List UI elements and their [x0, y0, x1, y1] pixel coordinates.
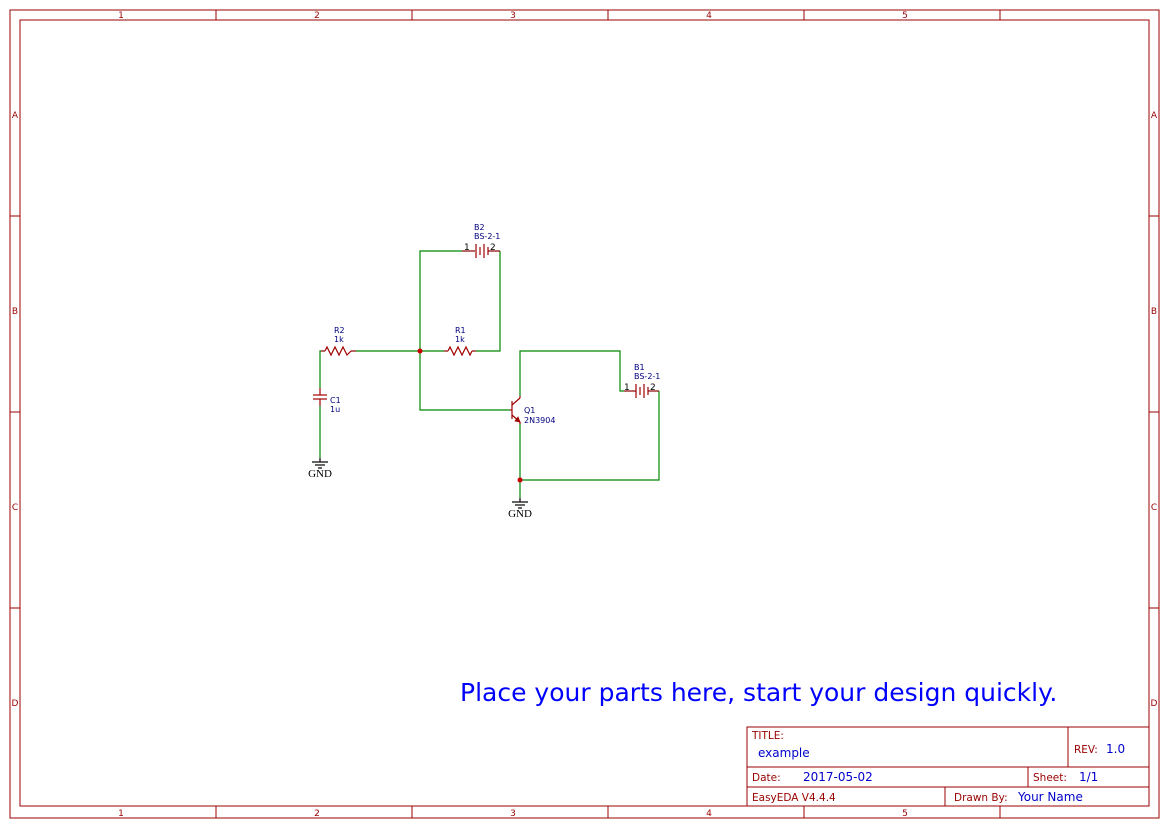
drawn-by-label: Drawn By: — [954, 792, 1008, 804]
frame-col-bottom-2: 2 — [314, 809, 320, 819]
frame-row-left-a: A — [12, 111, 19, 121]
q1-value: 2N3904 — [524, 416, 555, 425]
wire-q1-collector-b1[interactable] — [519, 350, 624, 396]
ground-symbol-1[interactable] — [312, 458, 328, 469]
b1-designator: B1 — [634, 363, 645, 372]
junction-dot — [517, 477, 523, 483]
wire-r2-c1[interactable] — [319, 350, 321, 388]
b2-value: BS-2-1 — [474, 232, 500, 241]
rev-label: REV: — [1074, 744, 1098, 756]
wire-b2-right[interactable] — [476, 251, 501, 352]
title-label: TITLE: — [751, 730, 784, 742]
b1-pin2-number: 2 — [650, 383, 656, 393]
date-value[interactable]: 2017-05-02 — [803, 770, 873, 784]
r2-value: 1k — [334, 335, 344, 344]
frame-col-top-1: 1 — [118, 11, 124, 21]
frame-col-top-4: 4 — [706, 11, 712, 21]
placement-hint-text: Place your parts here, start your design… — [460, 678, 1057, 707]
frame-col-bottom-5: 5 — [902, 809, 908, 819]
date-label: Date: — [752, 772, 781, 784]
resistor-r1[interactable] — [444, 345, 476, 357]
battery-b2[interactable] — [462, 244, 500, 258]
frame-row-right-c: C — [1151, 503, 1157, 513]
frame-col-bottom-4: 4 — [706, 809, 712, 819]
q1-designator: Q1 — [524, 406, 535, 415]
gnd-label-2: GND — [508, 508, 532, 520]
frame-row-left-c: C — [12, 503, 18, 513]
frame-row-right-a: A — [1151, 111, 1158, 121]
frame-row-left-d: D — [12, 699, 19, 709]
frame-row-right-b: B — [1151, 307, 1157, 317]
resistor-r2[interactable] — [321, 345, 356, 357]
rev-value[interactable]: 1.0 — [1106, 742, 1125, 756]
frame-col-top-3: 3 — [510, 11, 516, 21]
drawing-frame — [9, 9, 1160, 819]
frame-col-bottom-1: 1 — [118, 809, 124, 819]
drawn-by-value[interactable]: Your Name — [1017, 790, 1083, 804]
junction-dot — [417, 348, 423, 354]
sheet-label: Sheet: — [1033, 772, 1067, 784]
frame-col-top-5: 5 — [902, 11, 908, 21]
transistor-q1[interactable] — [510, 396, 521, 424]
sheet-value[interactable]: 1/1 — [1079, 770, 1098, 784]
b1-pin1-number: 1 — [624, 383, 630, 393]
c1-value: 1u — [330, 405, 340, 414]
wire-b1-right[interactable] — [520, 391, 660, 481]
title-block — [746, 726, 1150, 807]
gnd-label-1: GND — [308, 468, 332, 480]
frame-col-top-2: 2 — [314, 11, 320, 21]
wire-b2-left[interactable] — [419, 250, 510, 411]
frame-row-left-b: B — [12, 307, 18, 317]
frame-row-right-d: D — [1151, 699, 1158, 709]
b2-designator: B2 — [474, 223, 485, 232]
battery-b1[interactable] — [624, 384, 659, 398]
r2-designator: R2 — [334, 326, 345, 335]
software-version: EasyEDA V4.4.4 — [752, 792, 836, 804]
b2-pin2-number: 2 — [490, 243, 496, 253]
r1-value: 1k — [455, 335, 465, 344]
wires[interactable] — [319, 250, 660, 498]
r1-designator: R1 — [455, 326, 466, 335]
b1-value: BS-2-1 — [634, 372, 660, 381]
title-value[interactable]: example — [758, 746, 810, 760]
frame-col-bottom-3: 3 — [510, 809, 516, 819]
c1-designator: C1 — [330, 396, 341, 405]
capacitor-c1[interactable] — [313, 388, 327, 406]
b2-pin1-number: 1 — [464, 243, 470, 253]
ground-symbol-2[interactable] — [512, 498, 528, 509]
